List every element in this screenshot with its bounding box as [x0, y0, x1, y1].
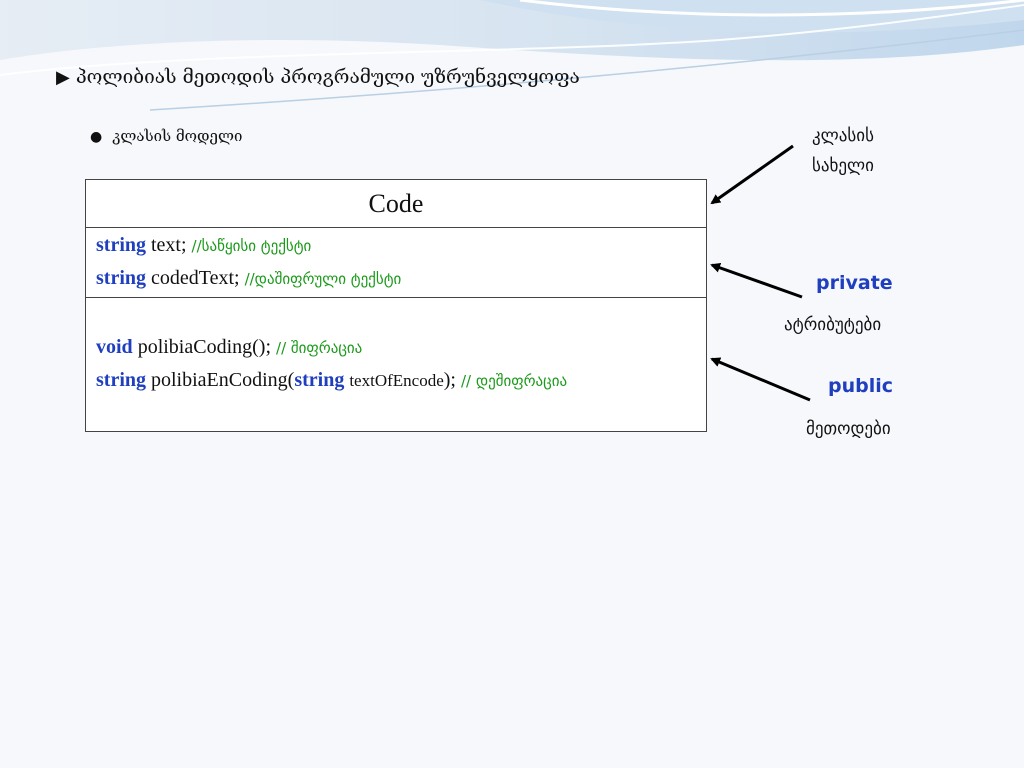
- attribute-comment: //საწყისი ტექსტი: [191, 237, 312, 255]
- method-return-type: string: [96, 369, 146, 391]
- method-param-type: string: [294, 369, 345, 391]
- methods-label: მეთოდები: [806, 419, 891, 439]
- uml-class-box: Code string text; //საწყისი ტექსტი strin…: [85, 179, 707, 432]
- slide-title-text: პოლიბიას მეთოდის პროგრამული უზრუნველყოფა: [75, 66, 580, 88]
- triangle-bullet-icon: ▶: [56, 67, 70, 88]
- attribute-comment: //დაშიფრული ტექსტი: [244, 270, 402, 288]
- attribute-name: text;: [151, 234, 187, 256]
- uml-methods-section: void polibiaCoding(); // შიფრაცია string…: [86, 298, 706, 402]
- method-return-type: void: [96, 336, 133, 358]
- uml-class-name: Code: [86, 180, 706, 228]
- attributes-label: ატრიბუტები: [784, 315, 882, 335]
- private-label: private: [816, 272, 893, 294]
- method-name: polibiaEnCoding(: [151, 369, 295, 391]
- uml-method-row: void polibiaCoding(); // შიფრაცია: [96, 336, 706, 369]
- attributes-arrow: [710, 262, 803, 299]
- uml-attributes-section: string text; //საწყისი ტექსტი string cod…: [86, 228, 706, 298]
- attribute-type: string: [96, 234, 146, 256]
- header-swoosh-decoration: [0, 0, 1024, 111]
- slide-title: ▶პოლიბიას მეთოდის პროგრამული უზრუნველყოფ…: [56, 66, 580, 88]
- methods-arrow: [710, 357, 811, 402]
- method-comment: // დეშიფრაცია: [460, 372, 568, 390]
- method-param-name: textOfEncode: [349, 371, 444, 390]
- class-name-label-line: სახელი: [812, 156, 874, 176]
- bullet-text: კლასის მოდელი: [112, 127, 243, 145]
- class-name-label-line: კლასის: [812, 126, 874, 146]
- method-signature: polibiaCoding();: [137, 336, 272, 358]
- attribute-name: codedText;: [151, 267, 240, 289]
- class-name-label: კლასის სახელი: [812, 121, 874, 181]
- uml-method-row: string polibiaEnCoding(string textOfEnco…: [96, 369, 706, 402]
- bullet-item: ● კლასის მოდელი: [90, 127, 242, 145]
- bullet-dot-icon: ●: [90, 129, 103, 145]
- method-comment: // შიფრაცია: [276, 339, 363, 357]
- class-name-arrow: [710, 144, 794, 205]
- public-label: public: [828, 375, 894, 397]
- attribute-type: string: [96, 267, 146, 289]
- uml-attribute-row: string codedText; //დაშიფრული ტექსტი: [96, 267, 706, 300]
- method-close: );: [443, 369, 456, 391]
- uml-attribute-row: string text; //საწყისი ტექსტი: [96, 234, 706, 267]
